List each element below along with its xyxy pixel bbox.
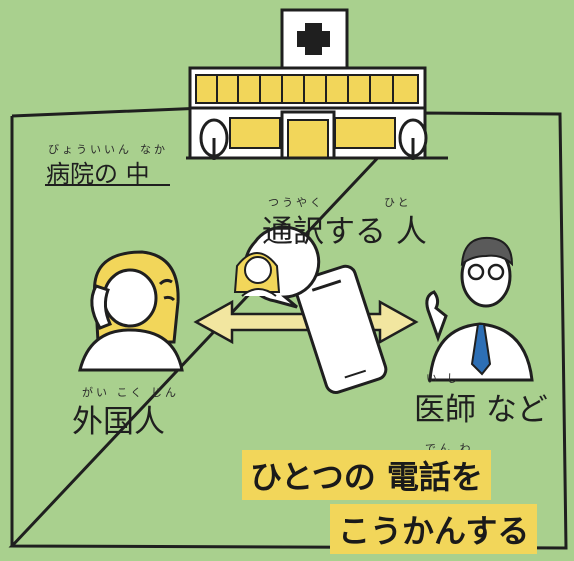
speech-bubble-icon: [233, 225, 321, 309]
tree-left-icon: [199, 118, 229, 160]
message-line-2: こうかんする: [330, 504, 538, 554]
frame-border: [8, 106, 568, 550]
hospital-icon: [186, 8, 448, 160]
doctor-icon: [425, 236, 534, 382]
phone-icon: [294, 264, 388, 394]
message-line-1: ひとつの 電話を: [242, 450, 491, 500]
ruby-naka: なか: [140, 143, 168, 156]
location-label: 病院の 中: [46, 160, 150, 188]
ruby-gaikokujin: がい こく じん: [82, 386, 179, 399]
foreigner-label: 外国人: [72, 404, 165, 440]
cross-icon: [297, 23, 330, 55]
woman-on-phone-icon: [233, 252, 281, 297]
ruby-ishi: い し: [426, 372, 461, 385]
ruby-tsuuyaku: つうやく: [268, 196, 324, 209]
foreigner-icon: [78, 250, 184, 372]
ruby-hito: ひと: [384, 196, 412, 209]
doctor-label: 医師 など: [414, 392, 548, 428]
tree-right-icon: [398, 118, 428, 160]
interpreter-label: 通訳する 人: [262, 214, 427, 250]
ruby-byouin: びょういいん: [48, 143, 132, 156]
